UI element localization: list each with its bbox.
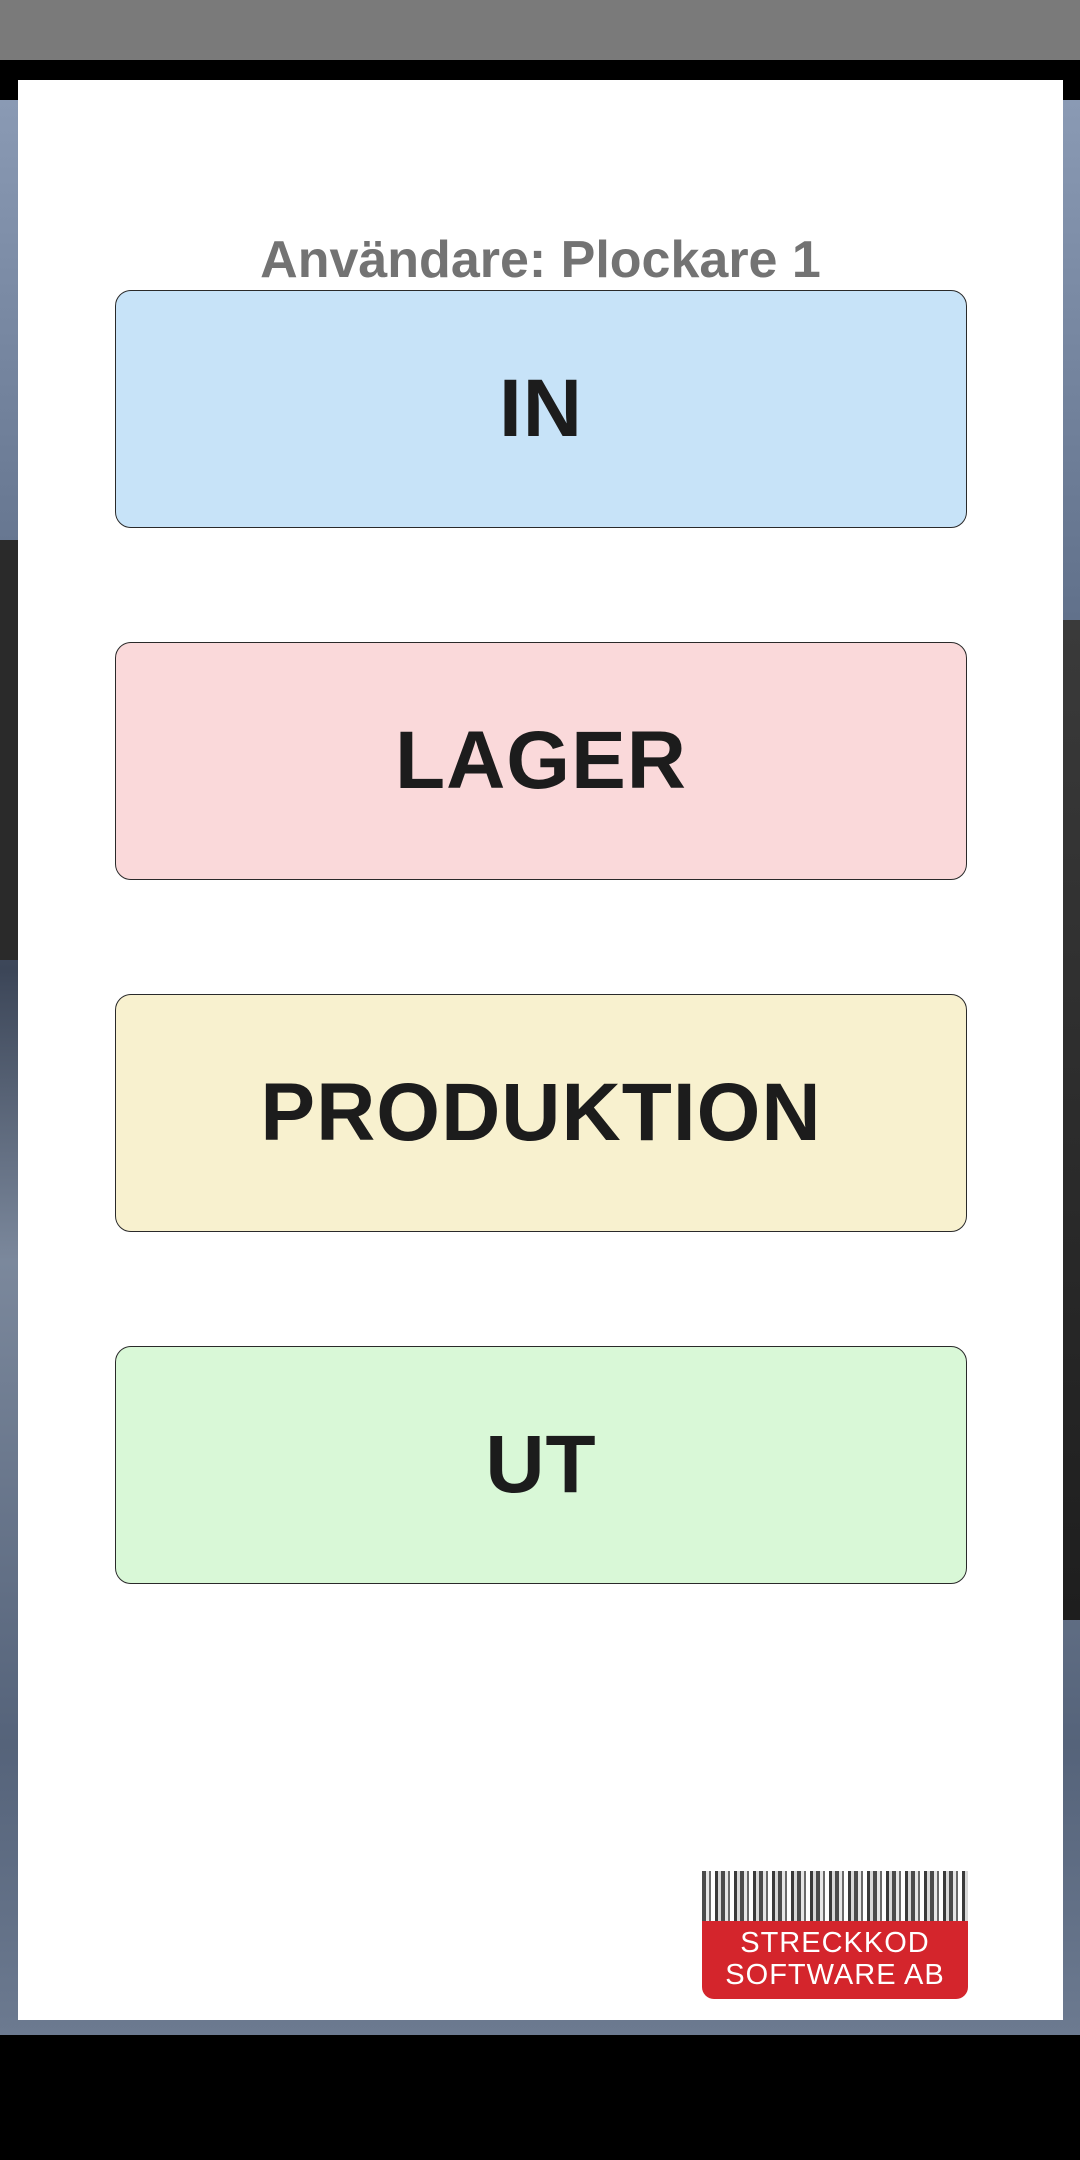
- main-menu-dialog: Användare: Plockare 1 IN LAGER PRODUKTIO…: [18, 80, 1063, 2020]
- navigation-bar: [0, 2035, 1080, 2160]
- streckkod-logo: STRECKKOD SOFTWARE AB: [702, 1871, 968, 1999]
- user-title: Användare: Plockare 1: [260, 231, 821, 289]
- in-button[interactable]: IN: [115, 290, 967, 528]
- status-bar: [0, 0, 1080, 60]
- lager-button[interactable]: LAGER: [115, 642, 967, 880]
- ut-button[interactable]: UT: [115, 1346, 967, 1584]
- barcode-icon: [702, 1871, 968, 1929]
- logo-text-block: STRECKKOD SOFTWARE AB: [702, 1921, 968, 1999]
- logo-line-1: STRECKKOD: [740, 1927, 930, 1959]
- produktion-button[interactable]: PRODUKTION: [115, 994, 967, 1232]
- logo-line-2: SOFTWARE AB: [725, 1959, 945, 1991]
